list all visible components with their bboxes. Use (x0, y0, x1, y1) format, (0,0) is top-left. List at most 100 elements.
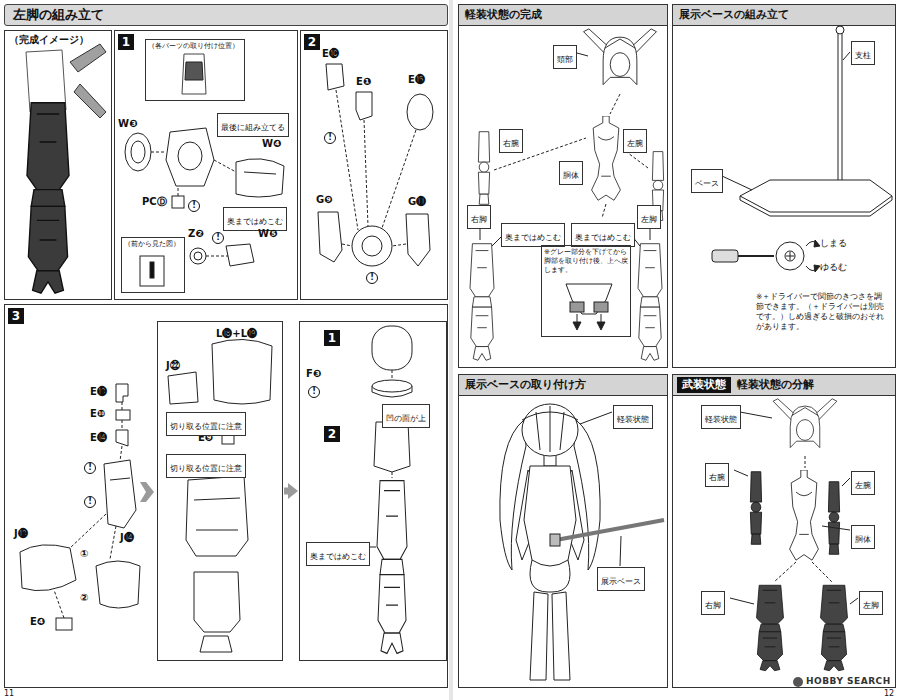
completed-leg-illustration (74, 84, 106, 118)
lower-leg-parts-illustration (104, 460, 136, 528)
lower-leg-parts-illustration (54, 402, 122, 618)
panel-caption: （完成イメージ） (9, 34, 89, 46)
lower-leg-parts-illustration (56, 618, 72, 630)
direction-label: しまる (820, 238, 847, 249)
part-number: L⓲+L⓳ (216, 328, 257, 340)
box-label: 左脚 (863, 601, 879, 610)
lower-leg-parts-illustration (20, 384, 154, 630)
page-gutter (449, 0, 453, 700)
knee-assembly-illustration (178, 142, 202, 170)
page-number: 11 (4, 689, 14, 699)
section-panel: 武装状態軽装状態の分解軽装状態右腕左腕胴体右脚左脚 (672, 374, 896, 688)
knee-assembly-illustration (151, 152, 166, 153)
direction-label: ゆるむ (820, 262, 847, 273)
box-label: 左腕 (627, 139, 643, 148)
label-box: ベース (691, 169, 723, 193)
step-number: 1 (324, 330, 340, 346)
display-stand-figure-illustration (530, 560, 570, 592)
part-number: E⓮ (90, 432, 107, 444)
box-label: 切り取る位置に注意 (170, 422, 242, 431)
label-box: 切り取る位置に注意 (166, 454, 246, 478)
part-number: F❸ (306, 368, 321, 380)
box-label: 右脚 (705, 601, 721, 610)
part-number: J⓮ (120, 532, 134, 544)
display-stand-figure-illustration (556, 520, 664, 540)
box-label: 右脚 (471, 215, 487, 224)
thigh-assembly-illustration (168, 372, 198, 404)
light-armor-assembly-illustration (573, 322, 581, 330)
display-base-illustration (776, 242, 804, 270)
box-label: 最後に組み立てる (221, 123, 285, 132)
disassembly-illustration (790, 470, 819, 560)
display-base-illustration (722, 52, 850, 190)
box-label: 軽装状態 (617, 415, 649, 424)
disassembly-illustration (750, 472, 761, 545)
label-box: 左脚 (637, 205, 661, 229)
section-panel: 展示ベースの取り付け方軽装状態展示ベース (458, 374, 668, 688)
knee-assembly-illustration (182, 54, 206, 94)
light-armor-assembly-illustration (478, 132, 489, 205)
disassembly-illustration (805, 456, 806, 468)
disassembly-illustration (812, 562, 832, 582)
box-label: ベース (695, 179, 719, 188)
knee-assembly-illustration (178, 186, 179, 196)
display-stand-figure-illustration (552, 592, 570, 680)
disassembly-illustration (774, 456, 832, 582)
step-panel: 1（各パーツの取り付け位置）最後に組み立てる（前から見た図）奥まではめこむ (114, 30, 298, 300)
part-number: G⓫ (408, 196, 426, 208)
light-armor-assembly-illustration (570, 302, 584, 312)
lower-leg-parts-illustration (70, 514, 106, 548)
box-label: 左腕 (855, 481, 871, 490)
hip-joint-illustration (318, 212, 342, 262)
hip-joint-illustration (326, 64, 344, 90)
part-number: W❹ (262, 138, 282, 150)
part-number: J㉒ (166, 360, 180, 372)
thigh-assembly-illustration (194, 498, 240, 530)
label-box: 左脚 (859, 591, 883, 615)
caution-mark: ! (212, 232, 224, 244)
part-number: Z❷ (188, 228, 204, 240)
label-box: 右腕 (499, 129, 523, 153)
part-number: E❿ (90, 408, 105, 420)
leg-joining-illustration (374, 422, 410, 472)
step-panel: 2 (300, 30, 448, 300)
display-base-illustration (712, 250, 738, 262)
lower-leg-parts-illustration (20, 545, 76, 591)
flow-arrow (284, 488, 288, 495)
knee-assembly-illustration (214, 160, 236, 172)
disassembly-illustration (757, 585, 784, 670)
hip-joint-illustration (364, 120, 368, 226)
display-base-illustration (814, 265, 820, 272)
hip-joint-illustration (406, 214, 430, 266)
box-label: 頭部 (557, 55, 573, 64)
part-number: E⓯ (408, 74, 425, 86)
callout-box: （各パーツの取り付け位置） (145, 39, 245, 101)
light-armor-assembly-illustration (610, 94, 620, 114)
disassembly-illustration (821, 585, 848, 670)
display-base-illustration (740, 180, 892, 212)
light-armor-assembly-illustration (592, 116, 621, 200)
knee-assembly-illustration (236, 159, 284, 197)
caution-mark: ! (366, 272, 378, 284)
part-number: J⓭ (14, 528, 28, 540)
part-number: PCⒹ (142, 196, 167, 208)
label-box: 凹の面が上 (382, 404, 430, 428)
box-label: 展示ベース (601, 577, 641, 586)
knee-assembly-illustration (185, 62, 203, 80)
step-number: 3 (8, 308, 24, 324)
knee-assembly-illustration (131, 141, 145, 163)
hip-joint-illustration (352, 226, 392, 266)
section-title: 軽装状態の完成 (459, 5, 667, 26)
part-number: E⓭ (90, 386, 107, 398)
section-panel: 軽装状態の完成頭部右腕胴体左腕右脚奥まではめこむ奥まではめこむ左脚※グレー部分を… (458, 4, 668, 368)
light-armor-assembly-illustration (602, 204, 606, 218)
display-stand-figure-illustration (500, 404, 664, 680)
label-box: 左腕 (623, 129, 647, 153)
label-box: 胴体 (851, 525, 875, 549)
label-box: 軽装状態 (613, 405, 653, 429)
label-box: 頭部 (553, 45, 577, 69)
box-label: 軽装状態 (705, 415, 737, 424)
lower-leg-parts-illustration (116, 384, 128, 402)
